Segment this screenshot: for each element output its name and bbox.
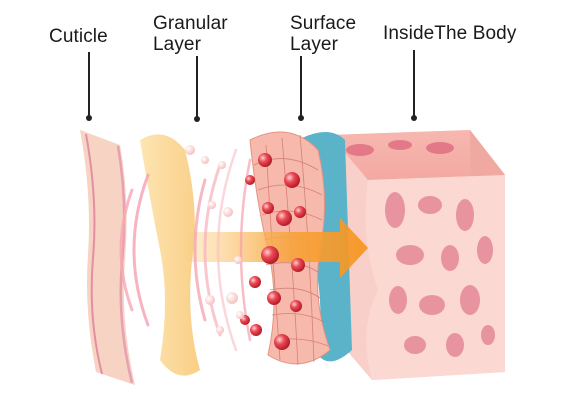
granular-layer xyxy=(140,134,200,376)
leader-dot-cuticle xyxy=(86,115,92,121)
pale-particles xyxy=(185,145,244,334)
label-inside-the-body: InsideThe Body xyxy=(383,23,517,44)
leader-line-surface xyxy=(300,56,302,118)
label-surface-layer: Surface Layer xyxy=(290,13,357,55)
leader-line-cuticle xyxy=(88,52,90,118)
energy-arcs xyxy=(119,148,252,352)
leader-dot-granular xyxy=(194,116,200,122)
leader-line-granular xyxy=(196,56,198,119)
leader-line-inside xyxy=(413,50,415,118)
tissue-spots xyxy=(346,140,495,357)
tissue-block xyxy=(330,130,505,380)
label-cuticle: Cuticle xyxy=(49,26,108,47)
active-particles xyxy=(240,153,306,350)
label-granular-layer: Granular Layer xyxy=(153,13,228,55)
absorption-arrow xyxy=(185,218,368,278)
leader-dot-surface xyxy=(298,115,304,121)
cuticle-layer xyxy=(80,130,135,385)
leader-dot-inside xyxy=(411,115,417,121)
